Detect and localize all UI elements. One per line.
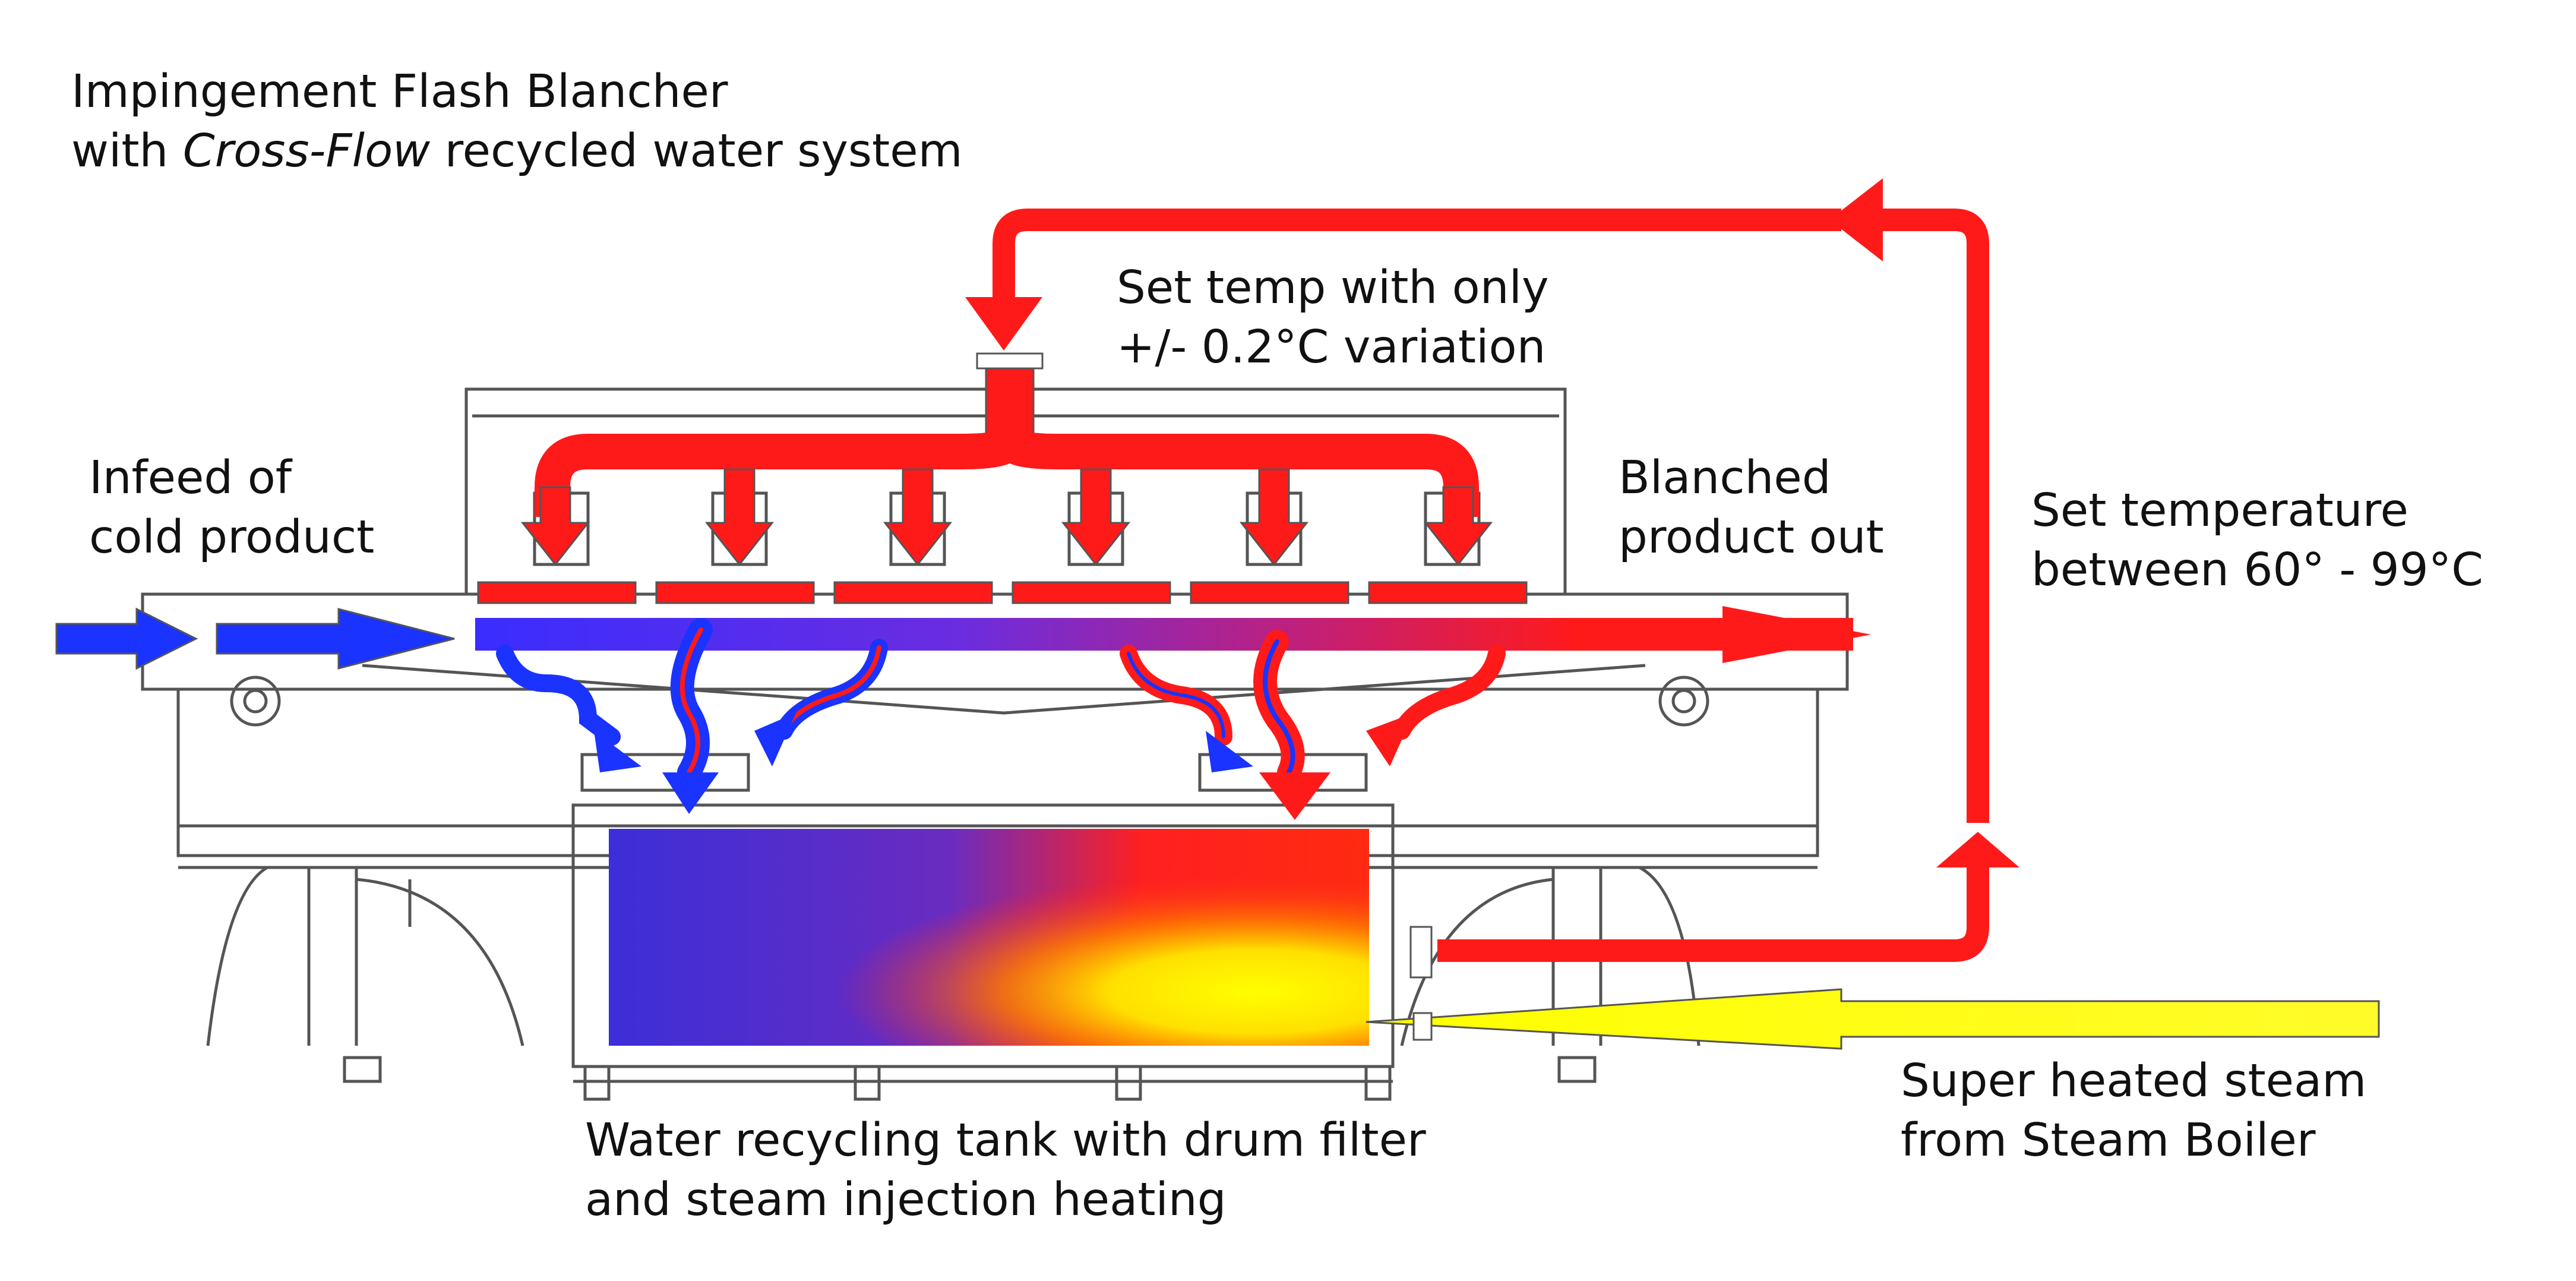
cold-drain-arrows	[496, 618, 888, 784]
tank-line-2: and steam injection heating	[585, 1173, 1227, 1226]
infeed-line-2: cold product	[89, 511, 375, 564]
set-temperature-line-2: between 60° - 99°C	[2031, 544, 2483, 597]
set-temperature-line-1: Set temperature	[2031, 484, 2409, 537]
blanched-line-1: Blanched	[1619, 452, 1831, 504]
cold-drain-heads	[594, 713, 796, 814]
steam-line-1: Super heated steam	[1901, 1055, 2367, 1108]
dropper-arrows	[520, 468, 1493, 566]
infeed-arrow	[216, 608, 455, 670]
dropper-arrow	[704, 468, 775, 566]
dropper-arrow	[1423, 486, 1493, 566]
infeed-line-1: Infeed of	[89, 452, 292, 504]
dropper-arrow	[1239, 468, 1309, 566]
infeed-arrow	[55, 607, 198, 670]
recirculation-arrow-heads	[965, 178, 2019, 867]
tank-outlet	[1409, 926, 1433, 979]
water-tank	[609, 829, 1369, 1046]
tank-label: Water recycling tank with drum filter an…	[585, 1111, 1426, 1230]
set-temp-line-2: +/- 0.2°C variation	[1117, 321, 1546, 374]
diagram-title: Impingement Flash Blancher with Cross-Fl…	[71, 62, 963, 181]
steam-inlet	[1412, 1012, 1433, 1041]
blanched-label: Blanched product out	[1619, 449, 1884, 567]
tank-line-1: Water recycling tank with drum filter	[585, 1114, 1426, 1167]
recirculation-loop	[993, 209, 1989, 962]
dropper-arrow	[520, 486, 590, 566]
set-temperature-range-label: Set temperature between 60° - 99°C	[2031, 481, 2483, 600]
infeed-label: Infeed of cold product	[89, 449, 374, 567]
steam-line-2: from Steam Boiler	[1901, 1114, 2316, 1167]
hot-water-manifold	[535, 352, 1479, 517]
product-out-arrow	[1722, 606, 1871, 663]
title-line-1: Impingement Flash Blancher	[71, 65, 728, 118]
dropper-arrow	[883, 468, 953, 566]
set-temp-line-1: Set temp with only	[1117, 261, 1549, 314]
blanched-line-2: product out	[1619, 511, 1884, 564]
hot-drain-heads	[1206, 713, 1414, 820]
steam-label: Super heated steam from Steam Boiler	[1901, 1052, 2366, 1170]
title-line-2: with Cross-Flow recycled water system	[71, 125, 963, 178]
hot-drain-arrows	[1120, 630, 1506, 784]
steam-arrow	[1366, 988, 2380, 1050]
set-temp-label: Set temp with only +/- 0.2°C variation	[1117, 258, 1549, 377]
nozzle-bars	[477, 581, 1528, 604]
infeed-arrows	[55, 607, 455, 670]
dropper-arrow	[1061, 468, 1131, 566]
